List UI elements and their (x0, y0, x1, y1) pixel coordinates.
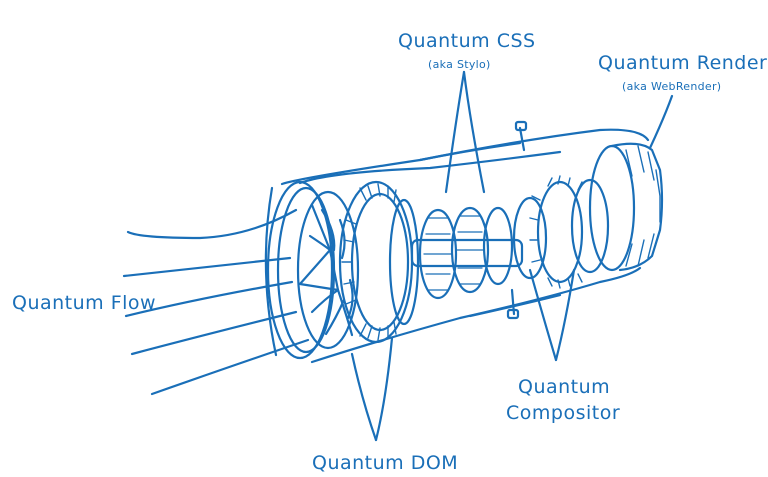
label-quantum-css: Quantum CSS (398, 30, 536, 52)
quantum-flow-lines (122, 208, 310, 396)
label-quantum-compositor-line1: Quantum (518, 376, 611, 398)
label-quantum-render: Quantum Render (598, 52, 768, 74)
quantum-css-pointer (444, 70, 486, 194)
compressor-stages (410, 206, 524, 300)
quantum-compositor-pointer (528, 268, 576, 362)
turbine-gears (512, 175, 610, 289)
label-quantum-css-aka: (aka Stylo) (428, 58, 491, 71)
label-quantum-compositor-line2: Compositor (506, 402, 621, 424)
label-quantum-dom: Quantum DOM (312, 452, 459, 474)
quantum-render-pointer (648, 94, 674, 150)
quantum-dom-pointer (350, 336, 394, 442)
label-quantum-flow: Quantum Flow (12, 292, 157, 314)
exhaust-nozzle (588, 142, 664, 272)
engine-housing (280, 128, 650, 364)
bolts (506, 120, 528, 320)
intake-ring (264, 180, 336, 360)
label-quantum-render-aka: (aka WebRender) (622, 80, 722, 93)
